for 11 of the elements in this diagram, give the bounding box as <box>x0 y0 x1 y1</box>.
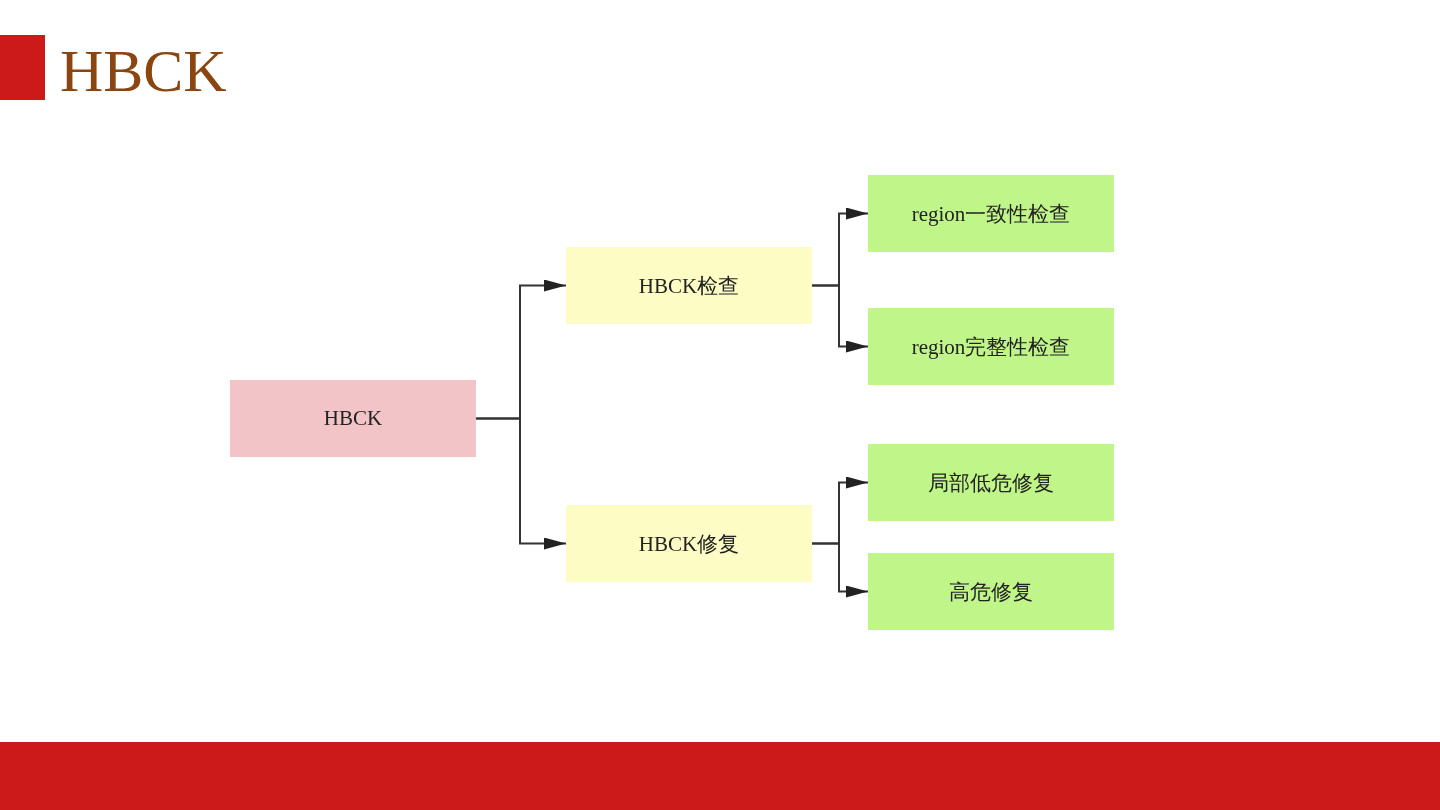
slide-title: HBCK <box>60 37 227 106</box>
connector-arrow <box>811 284 869 353</box>
task-box: 局部低危修复 <box>868 444 1114 521</box>
category-box: HBCK修复 <box>566 505 812 582</box>
connector-arrow <box>811 542 869 598</box>
connector-arrow <box>475 417 567 550</box>
task-box: 高危修复 <box>868 553 1114 630</box>
root-box: HBCK <box>230 380 476 457</box>
task-box: region一致性检查 <box>868 175 1114 252</box>
category-box: HBCK检查 <box>566 247 812 324</box>
task-box: region完整性检查 <box>868 308 1114 385</box>
